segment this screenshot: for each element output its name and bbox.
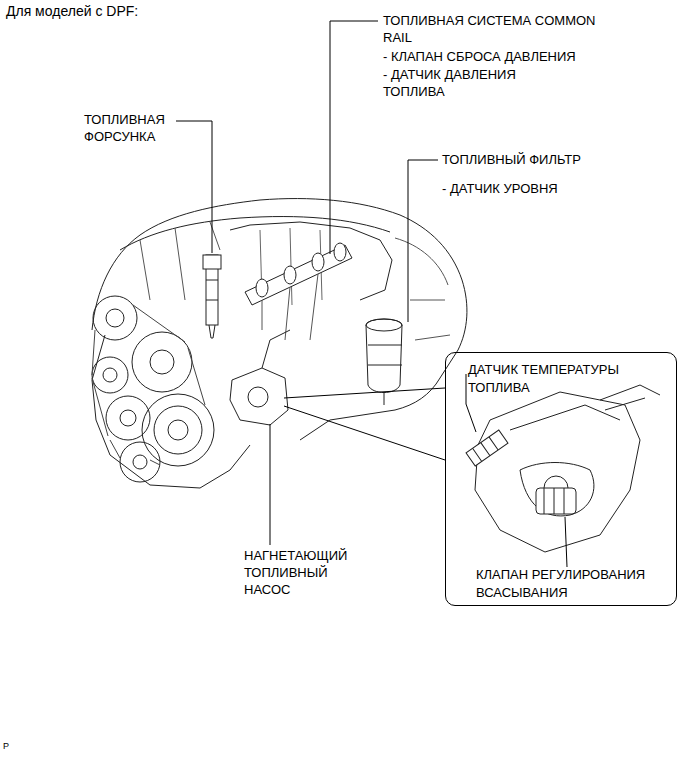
callout-label: - КЛАПАН СБРОСА ДАВЛЕНИЯ — [383, 48, 623, 65]
callout-label: НАГНЕТАЮЩИЙ ТОПЛИВНЫЙ НАСОС — [244, 547, 364, 598]
callout-label: ТОПЛИВНАЯ СИСТЕМА COMMON RAIL — [383, 12, 615, 46]
callout-label: ТОПЛИВНАЯ ФОРСУНКА — [84, 111, 176, 145]
diagram-title: Для моделей с DPF: — [6, 2, 138, 20]
part-label: ДАТЧИК ТЕМПЕРАТУРЫ ТОПЛИВА — [468, 361, 638, 397]
page-mark: P — [3, 740, 23, 753]
callout-label: - ДАТЧИК ДАВЛЕНИЯ ТОПЛИВА — [383, 66, 543, 100]
callout-label: ТОПЛИВНЫЙ ФИЛЬТР — [442, 151, 632, 168]
inset-box: ДАТЧИК ТЕМПЕРАТУРЫ ТОПЛИВА КЛАПАН РЕГУЛИР… — [445, 352, 677, 606]
callout-label: - ДАТЧИК УРОВНЯ — [442, 180, 632, 197]
part-label: КЛАПАН РЕГУЛИРОВАНИЯ ВСАСЫВАНИЯ — [476, 566, 666, 602]
